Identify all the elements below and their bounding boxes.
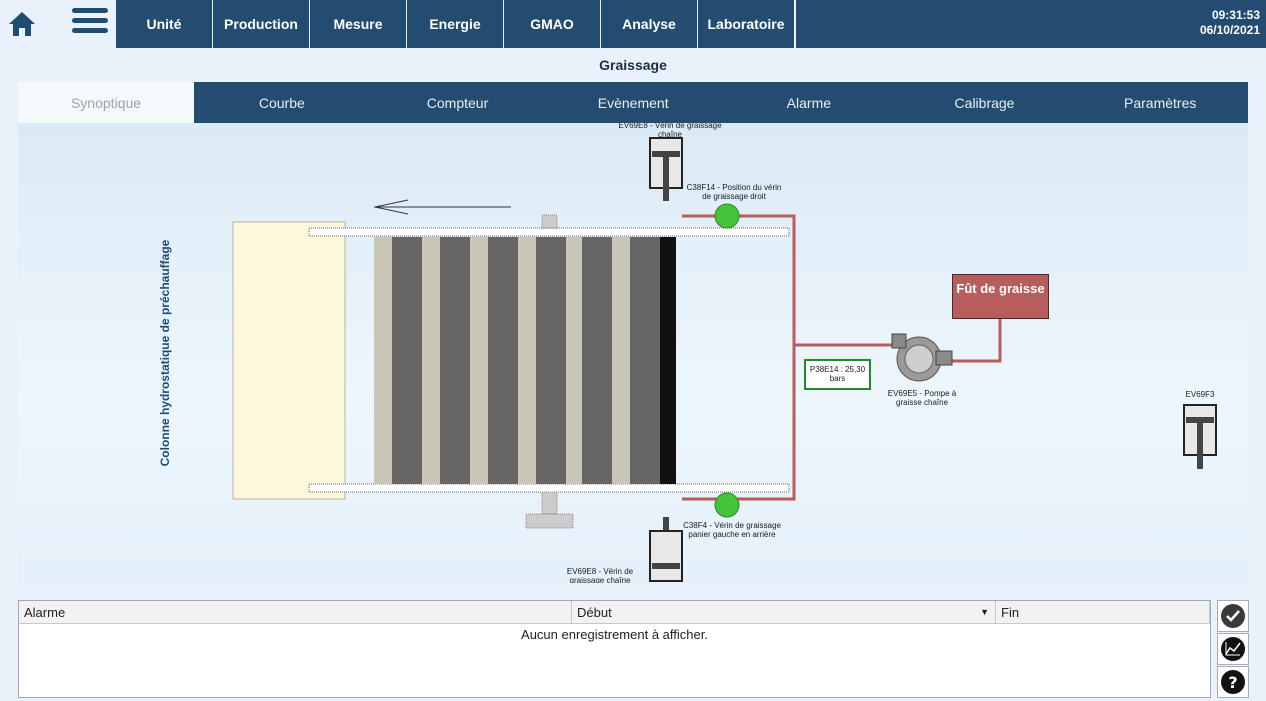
- valve-top-label: EV69E8 - Vérin de graissage chaîne: [618, 123, 722, 139]
- tab-evenement[interactable]: Evènement: [597, 94, 669, 111]
- svg-text:?: ?: [1228, 673, 1237, 692]
- nav-tab-production[interactable]: Production: [213, 0, 309, 48]
- chart-icon: [1221, 637, 1245, 661]
- column-fin-label: Fin: [1001, 604, 1020, 620]
- chart-button[interactable]: [1217, 633, 1249, 665]
- clock: 09:31:53 06/10/2021: [796, 0, 1266, 48]
- tab-synoptique[interactable]: Synoptique: [18, 82, 194, 123]
- help-icon: ?: [1221, 670, 1245, 694]
- tab-parametres[interactable]: Paramètres: [1124, 94, 1197, 111]
- valve-right-label: EV69F3: [1185, 390, 1215, 399]
- alarm-table: Alarme Début ▼ Fin Aucun enregistrement …: [18, 600, 1211, 698]
- grease-tank[interactable]: Fût de graisse: [952, 274, 1049, 319]
- bottom-mount: [525, 491, 574, 529]
- menu-bar: [72, 8, 108, 13]
- tab-courbe[interactable]: Courbe: [258, 94, 305, 111]
- column-debut-label: Début: [577, 604, 612, 620]
- cylinder-right[interactable]: [1183, 404, 1217, 469]
- column-alarme[interactable]: Alarme: [19, 601, 572, 623]
- preheat-column: [232, 221, 346, 500]
- menu-button[interactable]: [72, 8, 108, 40]
- nav-tab-mesure[interactable]: Mesure: [310, 0, 406, 48]
- tab-compteur[interactable]: Compteur: [426, 94, 489, 111]
- alarm-table-header: Alarme Début ▼ Fin: [19, 601, 1210, 624]
- home-button[interactable]: [4, 4, 40, 44]
- pump[interactable]: [891, 333, 953, 382]
- synoptic-diagram: [232, 137, 1217, 582]
- pump-label: EV69E5 - Pompe à graisse chaîne: [887, 389, 957, 407]
- column-debut[interactable]: Début ▼: [572, 601, 996, 623]
- nav-tab-laboratoire[interactable]: Laboratoire: [698, 0, 794, 48]
- nav-tab-analyse[interactable]: Analyse: [601, 0, 697, 48]
- sensor-top-label: C38F14 - Position du vérin de graissage …: [686, 183, 782, 201]
- tab-alarme[interactable]: Alarme: [786, 94, 832, 111]
- valve-bottom-label: EV69E8 - Vérin de graissage chaîne: [566, 567, 634, 583]
- help-button[interactable]: ?: [1217, 666, 1249, 698]
- column-label: Colonne hydrostatique de préchauffage: [158, 239, 172, 467]
- clock-time: 09:31:53: [1211, 8, 1260, 22]
- check-icon: [1221, 604, 1245, 628]
- cylinder-bottom[interactable]: [649, 517, 683, 582]
- sub-tabs: Synoptique Courbe Compteur Evènement Ala…: [18, 82, 1248, 123]
- basket-stripes: [374, 237, 676, 484]
- bottom-rail: [308, 483, 790, 493]
- flow-arrow: [374, 199, 511, 215]
- sort-desc-icon: ▼: [980, 607, 989, 617]
- top-rail: [308, 227, 790, 237]
- synoptic-view: Colonne hydrostatique de préchauffage EV…: [18, 123, 1248, 583]
- tab-calibrage[interactable]: Calibrage: [954, 94, 1015, 111]
- pressure-readout: P38E14 : 25,30 bars: [804, 359, 871, 390]
- nav-tab-unite[interactable]: Unité: [116, 0, 212, 48]
- sensor-top[interactable]: [714, 203, 740, 229]
- menu-bar: [72, 18, 108, 23]
- top-bar: Unité Production Mesure Energie GMAO Ana…: [0, 0, 1266, 50]
- nav-tab-gmao[interactable]: GMAO: [504, 0, 600, 48]
- sensor-bottom[interactable]: [714, 492, 740, 518]
- sensor-bottom-label: C38F4 - Vérin de graissage panier gauche…: [683, 521, 781, 539]
- empty-message: Aucun enregistrement à afficher.: [521, 627, 708, 642]
- home-icon: [9, 12, 35, 36]
- cylinder-top[interactable]: [649, 137, 683, 201]
- column-fin[interactable]: Fin: [996, 601, 1210, 623]
- menu-bar: [72, 28, 108, 33]
- acknowledge-button[interactable]: [1217, 600, 1249, 632]
- main-nav: Unité Production Mesure Energie GMAO Ana…: [116, 0, 795, 50]
- top-cap: [541, 214, 558, 229]
- clock-date: 06/10/2021: [1199, 23, 1260, 37]
- nav-tab-energie[interactable]: Energie: [407, 0, 503, 48]
- page-title: Graissage: [599, 57, 667, 73]
- column-alarme-label: Alarme: [24, 604, 66, 620]
